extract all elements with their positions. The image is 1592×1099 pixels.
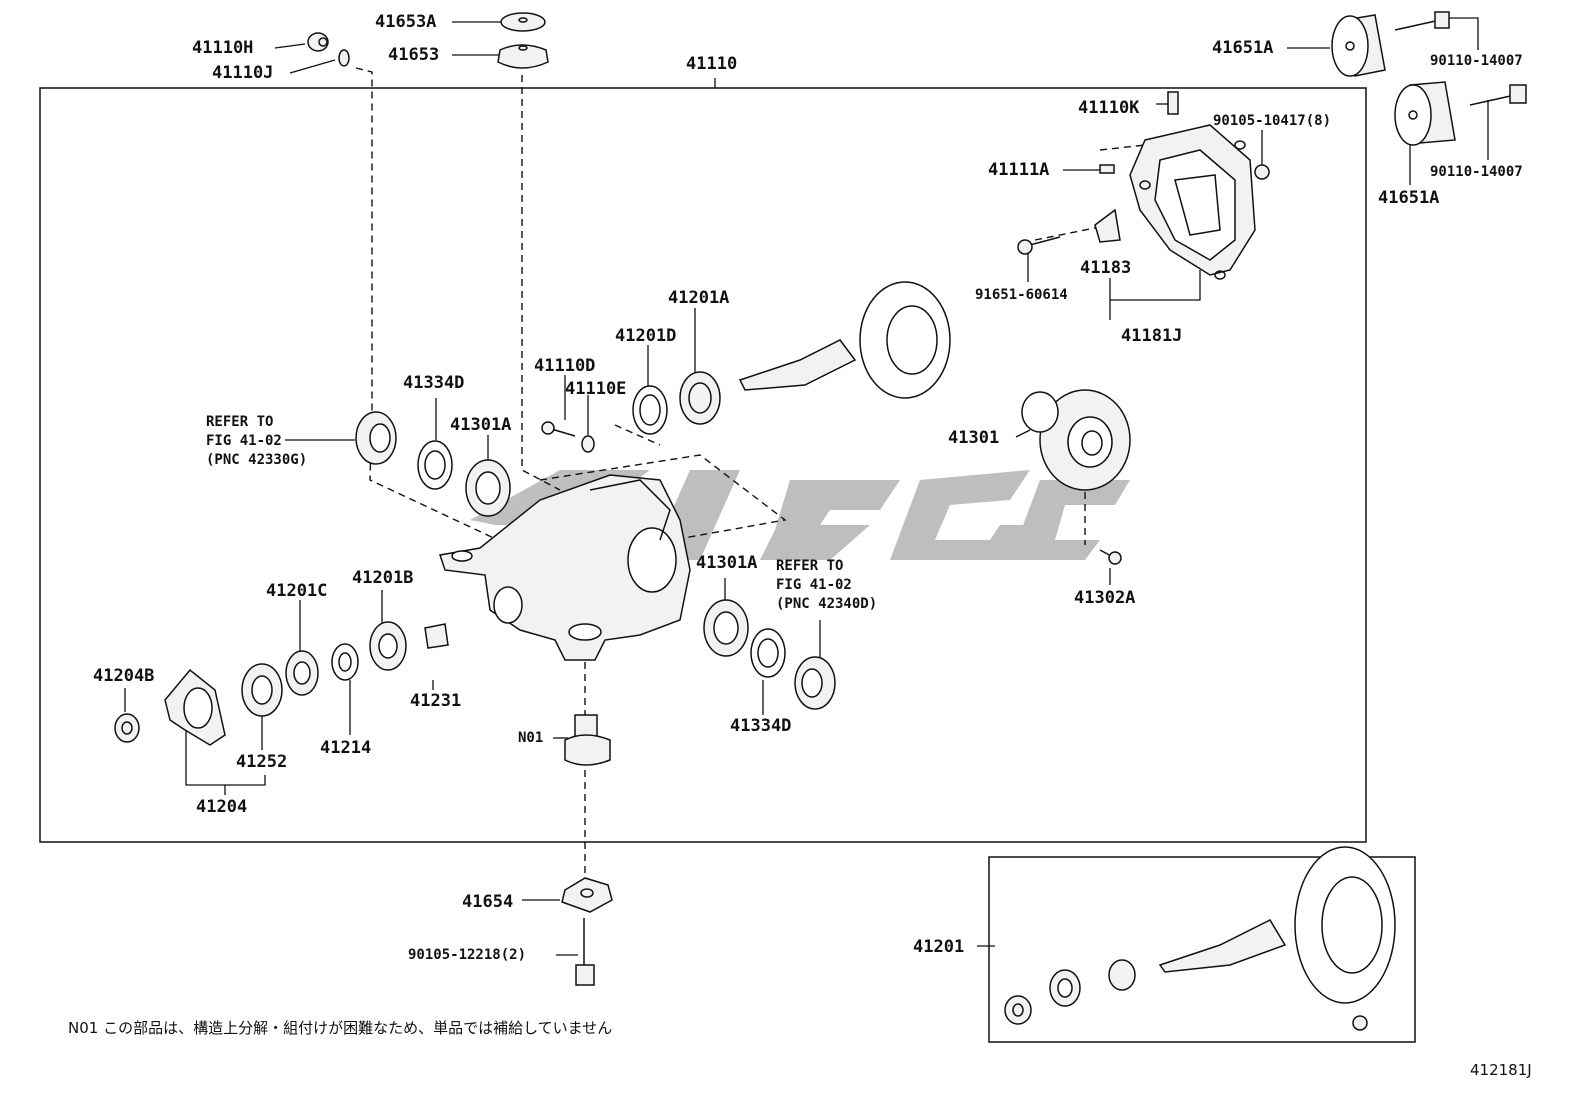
footnote-text: この部品は、構造上分解・組付けが困難なため、単品では補給していません bbox=[103, 1019, 613, 1037]
inset-nut bbox=[1004, 995, 1032, 1025]
stopper-41654 bbox=[561, 877, 613, 913]
bushing-n01 bbox=[564, 714, 611, 766]
label-41334d-bottom[interactable]: 41334D bbox=[730, 716, 792, 736]
rear-cover-41181j bbox=[1129, 124, 1256, 280]
refer-line2: FIG 41-02 bbox=[206, 432, 282, 449]
label-41214[interactable]: 41214 bbox=[320, 738, 372, 758]
label-41653[interactable]: 41653 bbox=[388, 45, 440, 65]
label-41183[interactable]: 41183 bbox=[1080, 258, 1132, 278]
figure-code: 412181J bbox=[1470, 1061, 1532, 1079]
label-41653a[interactable]: 41653A bbox=[375, 12, 437, 32]
drive-pinion bbox=[738, 339, 857, 391]
label-90105-12218[interactable]: 90105-12218(2) bbox=[408, 947, 527, 963]
seal-ref-42340d bbox=[794, 656, 836, 710]
refer-line3: (PNC 42340D) bbox=[776, 595, 878, 612]
label-41181j[interactable]: 41181J bbox=[1121, 326, 1183, 346]
label-41110e[interactable]: 41110E bbox=[565, 379, 627, 399]
label-90110-bottom[interactable]: 90110-14007 bbox=[1430, 164, 1523, 180]
label-41651a-bottom[interactable]: 41651A bbox=[1378, 188, 1440, 208]
bearing-41201b bbox=[369, 621, 407, 671]
label-41201c[interactable]: 41201C bbox=[266, 581, 328, 601]
bolt-90105-10417 bbox=[1254, 164, 1270, 180]
bearing-41201a bbox=[679, 371, 721, 425]
refer-line2: FIG 41-02 bbox=[776, 576, 852, 593]
bolt-90110-top bbox=[1394, 11, 1450, 31]
label-41301a-top[interactable]: 41301A bbox=[450, 415, 512, 435]
label-41204[interactable]: 41204 bbox=[196, 797, 248, 817]
inset-ring-gear bbox=[1294, 846, 1396, 1004]
seal-41252 bbox=[241, 663, 283, 717]
bearing-41301a-top bbox=[465, 459, 511, 517]
refer-line3: (PNC 42330G) bbox=[206, 451, 308, 468]
label-41301[interactable]: 41301 bbox=[948, 428, 1000, 448]
cap-41653 bbox=[497, 44, 549, 69]
footnote: N01 この部品は、構造上分解・組付けが困難なため、単品では補給していません bbox=[68, 1021, 612, 1036]
label-41302a[interactable]: 41302A bbox=[1074, 588, 1136, 608]
bearing-41201c bbox=[285, 650, 319, 696]
label-41252[interactable]: 41252 bbox=[236, 752, 288, 772]
label-41231[interactable]: 41231 bbox=[410, 691, 462, 711]
bolt-90105-12218 bbox=[575, 918, 595, 986]
bolt-91651 bbox=[1017, 236, 1061, 255]
dash-line-left bbox=[355, 67, 531, 556]
refer-line1: REFER TO bbox=[776, 558, 844, 574]
inset-bearing-2 bbox=[1049, 969, 1081, 1007]
label-41201a[interactable]: 41201A bbox=[668, 288, 730, 308]
shim-41334d-bottom bbox=[750, 628, 786, 678]
bolt-41302a bbox=[1099, 549, 1122, 565]
label-41651a-top[interactable]: 41651A bbox=[1212, 38, 1274, 58]
refer-fig-42340d[interactable]: REFER TO FIG 41-02 (PNC 42340D) bbox=[776, 557, 877, 614]
footnote-code: N01 bbox=[68, 1019, 99, 1037]
dash-line-top-cap bbox=[521, 75, 561, 491]
carrier-housing bbox=[439, 474, 691, 661]
label-41334d-top[interactable]: 41334D bbox=[403, 373, 465, 393]
washer-41110e bbox=[581, 435, 595, 453]
spacer-41214 bbox=[331, 643, 359, 681]
label-41201b[interactable]: 41201B bbox=[352, 568, 414, 588]
flange-41204 bbox=[164, 668, 226, 746]
differential-case-41301 bbox=[1021, 389, 1131, 491]
inset-bearing-1 bbox=[1108, 959, 1136, 991]
washer-41110j bbox=[338, 49, 350, 67]
shim-41334d-top bbox=[417, 440, 453, 490]
bearing-41301a-bottom bbox=[703, 599, 749, 657]
mount-41651a-top bbox=[1331, 14, 1386, 77]
label-91651[interactable]: 91651-60614 bbox=[975, 287, 1068, 303]
label-41110d[interactable]: 41110D bbox=[534, 356, 596, 376]
label-41201[interactable]: 41201 bbox=[913, 937, 965, 957]
refer-line1: REFER TO bbox=[206, 414, 274, 430]
label-90105-10417[interactable]: 90105-10417(8) bbox=[1213, 113, 1332, 129]
bolt-41110h bbox=[307, 32, 329, 52]
refer-fig-42330g[interactable]: REFER TO FIG 41-02 (PNC 42330G) bbox=[206, 413, 307, 470]
ring-gear bbox=[859, 281, 951, 399]
label-41204b[interactable]: 41204B bbox=[93, 666, 155, 686]
mount-41651a-bottom bbox=[1394, 81, 1456, 146]
label-41201d[interactable]: 41201D bbox=[615, 326, 677, 346]
label-n01[interactable]: N01 bbox=[518, 730, 544, 746]
plate-41183 bbox=[1094, 208, 1121, 243]
label-41301a-bottom[interactable]: 41301A bbox=[696, 553, 758, 573]
label-41110[interactable]: 41110 bbox=[686, 54, 738, 74]
spacer-41231 bbox=[424, 623, 449, 649]
label-41110j[interactable]: 41110J bbox=[212, 63, 274, 83]
dash-line-right-bearing bbox=[614, 424, 661, 446]
seal-ref-42330g bbox=[355, 411, 397, 465]
label-41111a[interactable]: 41111A bbox=[988, 160, 1050, 180]
main-assembly-frame bbox=[39, 87, 1367, 843]
label-41110h[interactable]: 41110H bbox=[192, 38, 254, 58]
inset-pinion bbox=[1158, 919, 1287, 973]
shim-41201d bbox=[632, 385, 668, 435]
breather-41110k bbox=[1167, 91, 1179, 115]
label-90110-top[interactable]: 90110-14007 bbox=[1430, 53, 1523, 69]
pin-41111a bbox=[1099, 164, 1115, 174]
inset-frame bbox=[988, 856, 1416, 1043]
bolt-90110-bottom bbox=[1469, 84, 1527, 106]
bolt-41110d bbox=[541, 421, 576, 437]
label-41654[interactable]: 41654 bbox=[462, 892, 514, 912]
nut-41204b bbox=[114, 713, 140, 743]
inset-bolt bbox=[1352, 1015, 1368, 1031]
label-41110k[interactable]: 41110K bbox=[1078, 98, 1140, 118]
